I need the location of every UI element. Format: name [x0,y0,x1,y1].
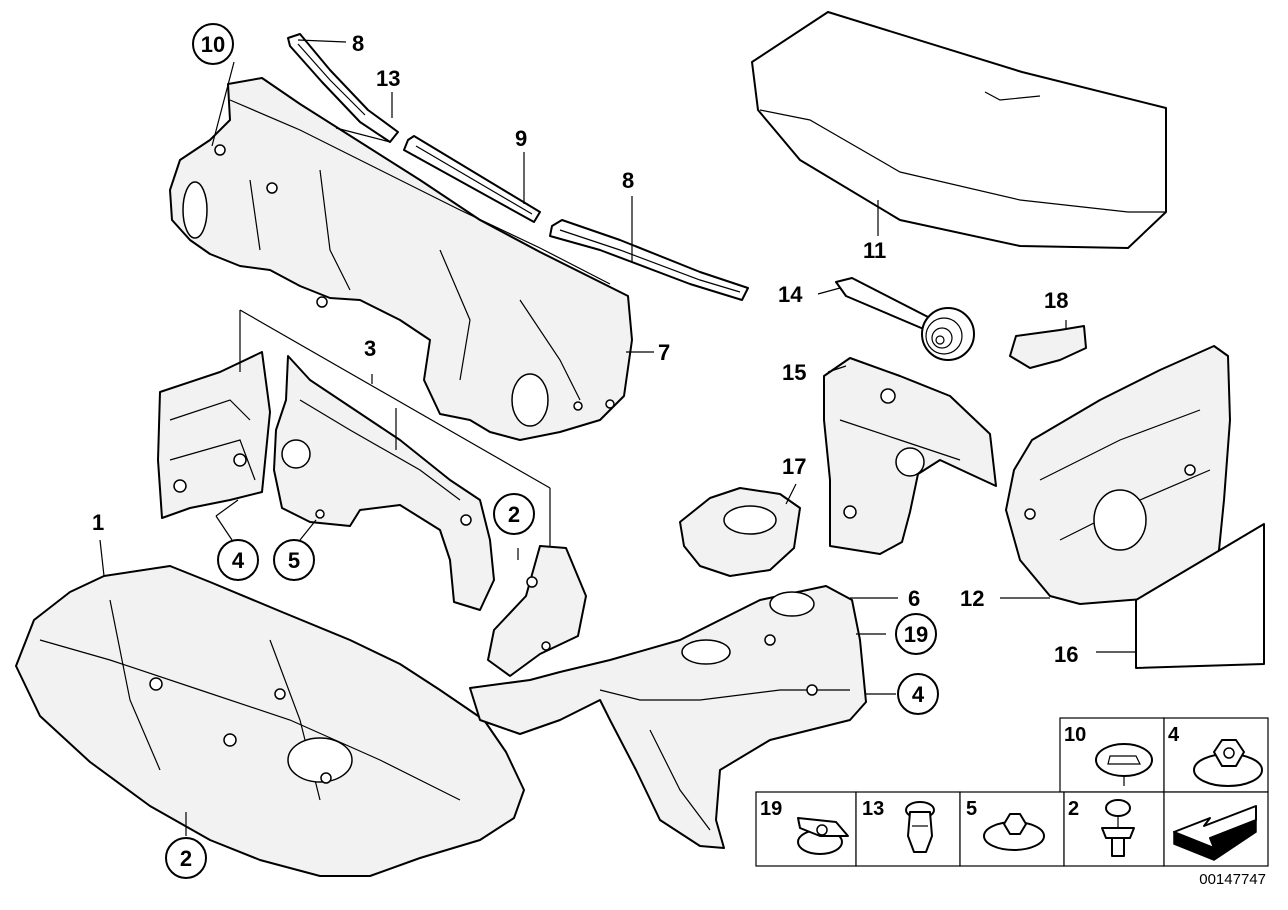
svg-text:2: 2 [1068,798,1079,820]
part-17-cup-seal [679,487,801,577]
svg-text:2: 2 [508,502,520,527]
part-8-upper-strip [287,33,399,143]
part-8-lower-strip [549,219,749,301]
callout-18: 18 [1044,288,1068,313]
callout-3: 3 [364,336,376,361]
callout-19-right: 19 [895,613,937,655]
svg-text:19: 19 [760,798,782,820]
part-4-left-insulation [157,351,271,519]
svg-text:4: 4 [912,682,925,707]
callout-7: 7 [658,340,670,365]
callout-5: 5 [273,539,315,581]
callout-12: 12 [960,586,984,611]
svg-text:4: 4 [232,548,245,573]
part-3-wheel-arch-insulation [273,355,495,611]
svg-text:2: 2 [180,846,192,871]
svg-text:13: 13 [862,798,884,820]
callout-11: 11 [863,238,886,263]
part-14-tape-roll [835,277,975,361]
expansion-rivet-icon [1101,799,1135,857]
callout-16: 16 [1054,642,1078,667]
part-7-bulkhead-insulation [169,77,633,441]
fastener-cell-2: 2 [1068,798,1135,857]
callout-9: 9 [515,126,527,151]
fastener-cell-4: 4 [1168,724,1263,787]
part-1-underbody-insulation [15,565,525,877]
part-15-side-insulation [823,357,997,555]
hex-nut-icon [1193,739,1263,787]
callout-15: 15 [782,360,806,385]
fastener-cell-10: 10 [1064,724,1153,786]
svg-text:5: 5 [966,798,977,820]
callout-8-mid: 8 [622,168,634,193]
part-2-small-cover [487,545,587,677]
callout-10-top: 10 [192,23,234,65]
callout-2-bottom: 2 [165,837,207,879]
callout-8-top: 8 [352,31,364,56]
svg-text:5: 5 [288,548,300,573]
fastener-cell-19: 19 [760,798,849,855]
push-rivet-icon [905,801,935,853]
svg-text:10: 10 [201,32,225,57]
view-direction-arrow-icon [1173,805,1257,861]
svg-text:19: 19 [904,622,928,647]
leader-lines [99,39,1136,836]
callout-4-left: 4 [217,539,259,581]
fastener-cell-5: 5 [966,798,1045,851]
callout-4-right: 4 [897,673,939,715]
callout-1: 1 [92,510,104,535]
callout-2-mid: 2 [493,493,535,535]
fastener-cell-13: 13 [862,798,935,853]
expanding-clip-icon [1095,743,1153,786]
callout-13: 13 [376,66,400,91]
part-6-wheel-housing-insulation [469,585,867,849]
callout-17: 17 [782,454,806,479]
part-16-flat-sheet [1135,523,1265,669]
svg-text:10: 10 [1064,724,1086,746]
flange-nut-icon [983,813,1045,851]
cable-clip-icon [797,817,849,855]
callout-14: 14 [778,282,803,307]
part-9-strip [403,135,541,223]
callout-6: 6 [908,586,920,611]
part-11-rear-shelf [751,11,1167,249]
svg-text:4: 4 [1168,724,1180,746]
figure-id: 00147747 [1199,871,1266,888]
part-18-strip [1009,325,1087,369]
